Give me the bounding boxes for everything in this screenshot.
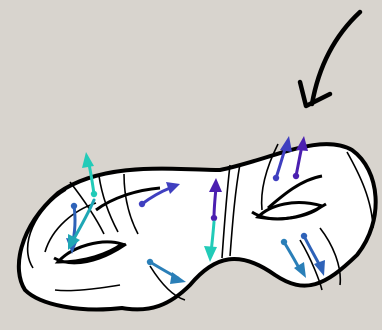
surface-body <box>19 144 376 309</box>
pointer-arrow <box>300 12 360 106</box>
